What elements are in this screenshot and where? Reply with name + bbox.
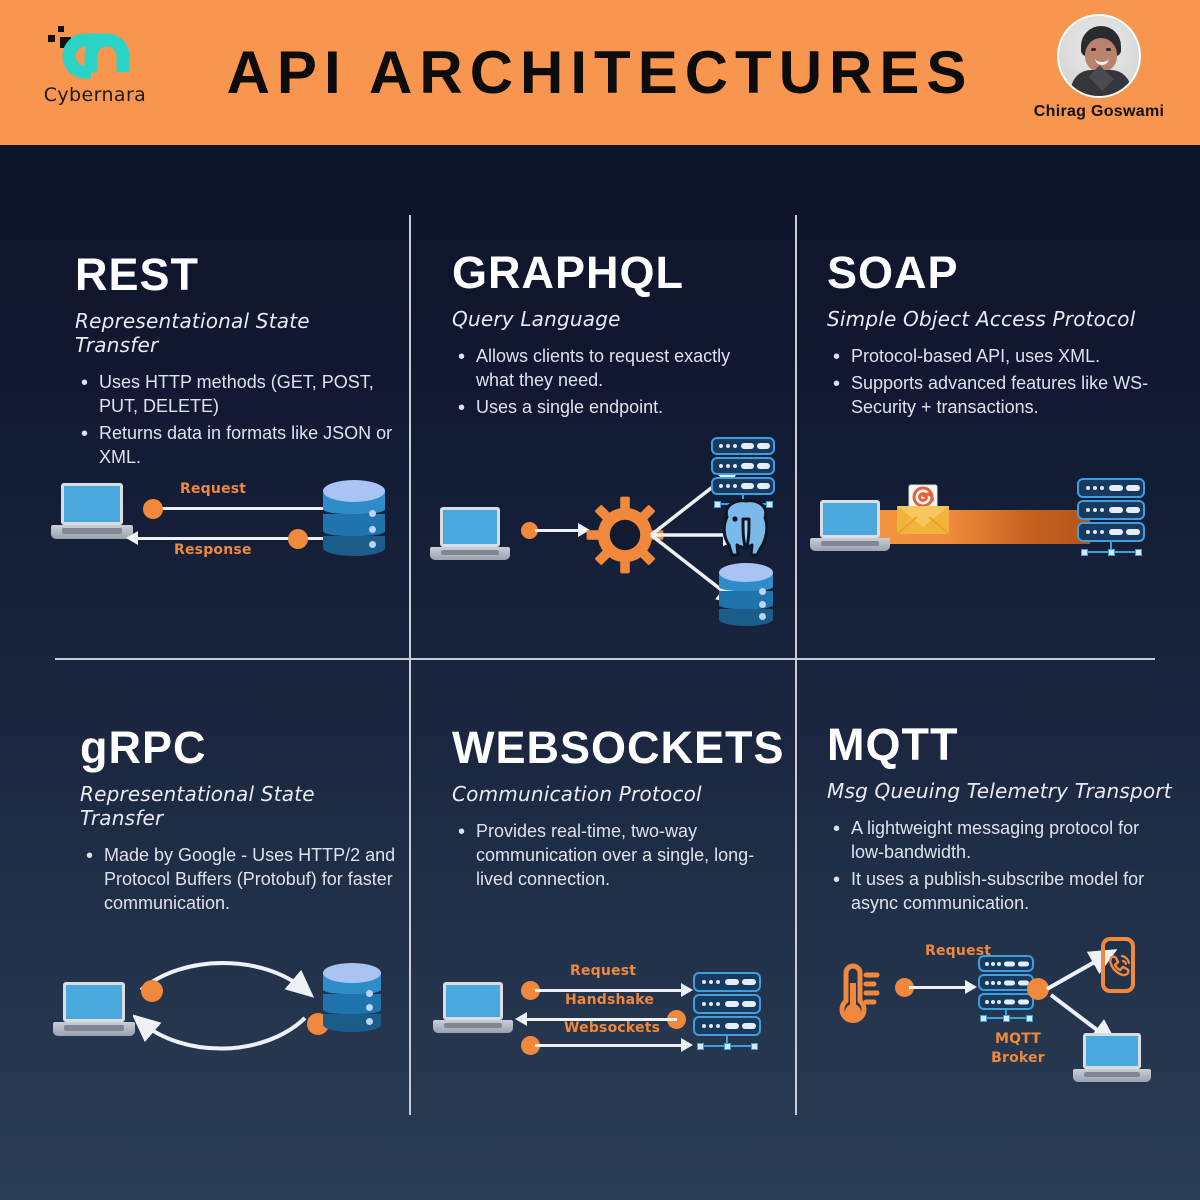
brand-name: Cybernara	[43, 84, 147, 106]
label-handshake: Handshake	[565, 992, 655, 1008]
panel-bullets-websockets: Provides real-time, two-way communicatio…	[452, 819, 782, 892]
label-request: Request	[925, 943, 992, 959]
panel-websockets: WEBSOCKETS Communication Protocol Provid…	[452, 722, 785, 895]
list-item: Made by Google - Uses HTTP/2 and Protoco…	[80, 843, 400, 916]
diagram-mqtt: Request	[815, 935, 1175, 1085]
panel-graphql: GRAPHQL Query Language Allows clients to…	[452, 250, 772, 423]
list-item: A lightweight messaging protocol for low…	[827, 816, 1172, 865]
panel-subtitle-rest: Representational State Transfer	[75, 309, 310, 357]
panel-title-websockets: WEBSOCKETS	[452, 722, 785, 773]
list-item: Allows clients to request exactly what t…	[452, 344, 772, 393]
panel-subtitle-grpc: Representational State Transfer	[80, 782, 315, 830]
database-icon	[719, 563, 773, 629]
label-request: Request	[180, 481, 247, 497]
panel-soap: SOAP Simple Object Access Protocol Proto…	[827, 250, 1162, 423]
database-icon	[323, 963, 381, 1035]
laptop-icon	[810, 500, 890, 551]
laptop-icon	[51, 483, 133, 539]
label-request: Request	[570, 963, 637, 979]
panel-grpc: gRPC Representational State Transfer Mad…	[80, 725, 400, 919]
brand-logo[interactable]: Cybernara	[30, 22, 160, 106]
server-rack-icon	[1077, 478, 1149, 558]
list-item: Supports advanced features like WS-Secur…	[827, 371, 1162, 420]
panel-bullets-soap: Protocol-based API, uses XML. Supports a…	[827, 344, 1162, 420]
label-websockets: Websockets	[564, 1020, 661, 1036]
node-dot	[1027, 978, 1049, 1000]
panel-subtitle-soap: Simple Object Access Protocol	[827, 307, 1136, 331]
node-dot	[143, 499, 163, 519]
panel-subtitle-graphql: Query Language	[452, 307, 621, 331]
panel-subtitle-websockets: Communication Protocol	[452, 782, 702, 806]
list-item: It uses a publish-subscribe model for as…	[827, 867, 1172, 916]
node-dot	[895, 978, 914, 997]
panel-bullets-rest: Uses HTTP methods (GET, POST, PUT, DELET…	[75, 370, 395, 470]
diagram-rest: Request Response	[51, 480, 398, 570]
diagram-websockets: Request Handshake Websockets	[433, 958, 775, 1058]
list-item: Uses a single endpoint.	[452, 395, 772, 422]
node-dot	[521, 981, 540, 1000]
laptop-icon	[1073, 1033, 1151, 1082]
node-dot	[141, 980, 163, 1002]
panel-bullets-graphql: Allows clients to request exactly what t…	[452, 344, 772, 422]
laptop-icon	[430, 507, 510, 560]
author-block: Chirag Goswami	[1016, 14, 1182, 121]
database-icon	[323, 480, 385, 560]
divider-vertical-left	[409, 215, 411, 1115]
divider-horizontal	[55, 658, 1155, 660]
diagram-grpc	[53, 950, 395, 1060]
node-dot	[521, 522, 538, 539]
header-bar: Cybernara API ARCHITECTURES Chirag Goswa…	[0, 0, 1200, 145]
panel-rest: REST Representational State Transfer Use…	[75, 252, 395, 473]
cybernara-cn-monogram-icon	[40, 22, 150, 82]
server-rack-icon	[978, 955, 1038, 1025]
panel-mqtt: MQTT Msg Queuing Telemetry Transport A l…	[827, 722, 1172, 919]
page-title: API ARCHITECTURES	[226, 39, 974, 106]
laptop-icon	[53, 982, 135, 1036]
server-rack-icon	[693, 972, 765, 1054]
list-item: Uses HTTP methods (GET, POST, PUT, DELET…	[75, 370, 395, 419]
node-dot	[521, 1036, 540, 1055]
postgresql-icon	[713, 497, 779, 564]
envelope-icon	[895, 484, 951, 541]
divider-vertical-right	[795, 215, 797, 1115]
gear-icon	[585, 495, 665, 580]
panel-subtitle-mqtt: Msg Queuing Telemetry Transport	[827, 779, 1172, 803]
node-dot	[288, 529, 308, 549]
label-response: Response	[174, 542, 252, 558]
panel-bullets-grpc: Made by Google - Uses HTTP/2 and Protoco…	[80, 843, 400, 916]
panel-title-mqtt: MQTT	[827, 719, 959, 770]
panel-title-grpc: gRPC	[80, 722, 207, 773]
diagram-graphql	[430, 435, 785, 630]
diagram-soap	[810, 470, 1155, 570]
list-item: Protocol-based API, uses XML.	[827, 344, 1162, 371]
list-item: Returns data in formats like JSON or XML…	[75, 421, 395, 470]
panel-title-graphql: GRAPHQL	[452, 247, 684, 298]
thermometer-icon	[825, 961, 881, 1032]
panel-bullets-mqtt: A lightweight messaging protocol for low…	[827, 816, 1172, 916]
phone-icon	[1101, 937, 1135, 993]
panel-title-rest: REST	[75, 249, 200, 300]
laptop-icon	[433, 982, 513, 1033]
avatar	[1057, 14, 1141, 98]
label-mqtt-broker: MQTT Broker	[991, 1031, 1045, 1066]
author-name: Chirag Goswami	[1033, 103, 1165, 120]
list-item: Provides real-time, two-way communicatio…	[452, 819, 782, 892]
panel-title-soap: SOAP	[827, 247, 959, 298]
